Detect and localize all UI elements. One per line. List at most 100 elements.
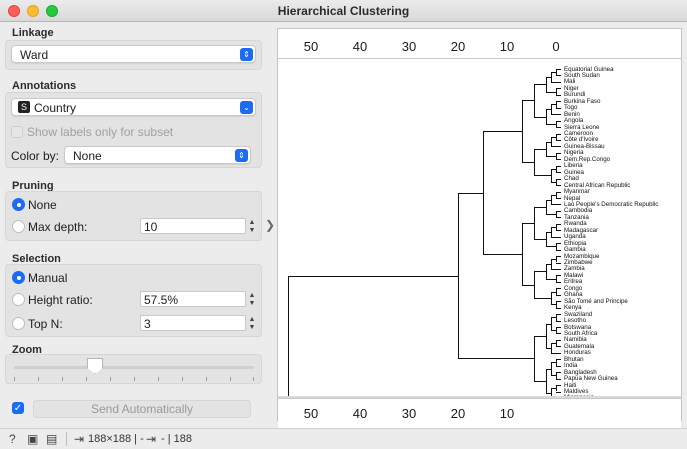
leaf-label[interactable]: Ethiopia xyxy=(564,239,587,247)
leaf-label[interactable]: Haiti xyxy=(564,381,577,389)
leaf-label[interactable]: Benin xyxy=(564,110,580,118)
subset-labels-checkbox[interactable] xyxy=(11,126,23,138)
leaf-label[interactable]: Botswana xyxy=(564,323,592,331)
leaf-label[interactable]: Cameroon xyxy=(564,130,593,137)
leaf-label[interactable]: India xyxy=(564,362,578,370)
spin-arrows-icon[interactable]: ▲▼ xyxy=(248,292,256,307)
dendrogram-branch xyxy=(556,288,557,295)
selection-height-radio[interactable] xyxy=(12,293,25,306)
leaf-label[interactable]: Togo xyxy=(564,104,578,112)
leaf-label[interactable]: South Africa xyxy=(564,329,598,337)
leaf-label[interactable]: Mozambique xyxy=(564,252,600,260)
dendrogram-branch xyxy=(551,194,552,205)
input-icon: ⇥ xyxy=(74,432,85,446)
zoom-slider-track[interactable] xyxy=(14,366,254,369)
leaf-label[interactable]: Equatorial Guinea xyxy=(564,65,614,73)
leaf-label[interactable]: Sierra Leone xyxy=(564,123,600,131)
leaf-label[interactable]: Eritrea xyxy=(564,278,583,286)
leaf-label[interactable]: Namibia xyxy=(564,336,587,344)
leaf-label[interactable]: Cambodia xyxy=(564,207,593,215)
leaf-label[interactable]: Bangladesh xyxy=(564,368,597,376)
leaf-label[interactable]: Burundi xyxy=(564,91,586,99)
leaf-label[interactable]: Honduras xyxy=(564,349,591,357)
dendrogram-branch xyxy=(551,194,556,196)
leaf-label[interactable]: Ghana xyxy=(564,291,583,299)
save-icon[interactable]: ▣ xyxy=(27,432,39,446)
zoom-slider-handle[interactable] xyxy=(87,358,103,374)
send-automatically-button[interactable]: Send Automatically xyxy=(33,400,251,418)
topn-spinbox[interactable]: 3 ▲▼ xyxy=(140,315,255,331)
leaf-label[interactable]: Guatemala xyxy=(564,342,595,350)
maximize-window-button[interactable] xyxy=(46,5,58,17)
spin-arrows-icon[interactable]: ▲▼ xyxy=(248,316,256,331)
color-by-combo[interactable]: None ⇕ xyxy=(64,146,251,164)
leaf-label[interactable]: Niger xyxy=(564,84,579,92)
leaf-label[interactable]: São Tomé and Principe xyxy=(564,297,628,305)
dendrogram-branch xyxy=(556,152,557,160)
leaf-label[interactable]: Côte d'Ivoire xyxy=(564,136,599,144)
selection-manual-radio[interactable] xyxy=(12,271,25,284)
leaf-label[interactable]: Swaziland xyxy=(564,310,593,318)
leaf-label[interactable]: Rwanda xyxy=(564,220,587,228)
dendrogram-branch xyxy=(556,275,561,277)
leaf-label[interactable]: Burkina Faso xyxy=(564,97,601,105)
leaf-label[interactable]: South Sudan xyxy=(564,71,600,79)
leaf-label[interactable]: Dem.Rep.Congo xyxy=(564,155,611,163)
chevron-right-icon[interactable]: ❯ xyxy=(265,218,276,232)
leaf-label[interactable]: Nigeria xyxy=(564,149,584,157)
leaf-label[interactable]: Lao People's Democratic Republic xyxy=(564,200,659,208)
leaf-label[interactable]: Zambia xyxy=(564,265,585,273)
pruning-maxdepth-radio[interactable] xyxy=(12,220,25,233)
dendrogram-branch xyxy=(556,159,561,161)
dendrogram-branch xyxy=(534,84,535,117)
dendrogram-branch xyxy=(534,335,546,337)
selection-topn-radio[interactable] xyxy=(12,317,25,330)
annotation-combo[interactable]: S Country ⌄ xyxy=(11,98,256,116)
leaf-label[interactable]: Myanmar xyxy=(564,188,590,196)
spin-arrows-icon[interactable]: ▲▼ xyxy=(248,219,256,234)
dendrogram-branch xyxy=(551,304,556,306)
dendrogram-branch xyxy=(534,271,546,273)
report-icon[interactable]: ▤ xyxy=(46,432,58,446)
leaf-label[interactable]: Central African Republic xyxy=(564,181,631,189)
selection-cut-line[interactable] xyxy=(278,396,681,398)
minimize-window-button[interactable] xyxy=(27,5,39,17)
leaf-label[interactable]: Liberia xyxy=(564,162,583,170)
help-icon[interactable]: ? xyxy=(9,432,16,446)
leaf-label[interactable]: Mali xyxy=(564,78,576,86)
leaf-label[interactable]: Madagascar xyxy=(564,226,599,234)
height-ratio-spinbox[interactable]: 57.5% ▲▼ xyxy=(140,291,255,307)
dendrogram-branch xyxy=(556,346,561,348)
leaf-label[interactable]: Guinea-Bissau xyxy=(564,142,605,150)
leaf-label[interactable]: Congo xyxy=(564,284,583,292)
linkage-combo[interactable]: Ward ⇕ xyxy=(11,45,256,63)
maxdepth-spinbox[interactable]: 10 ▲▼ xyxy=(140,218,255,234)
leaf-label[interactable]: Uganda xyxy=(564,233,586,241)
dendrogram-branch xyxy=(546,214,556,216)
dendrogram-branch xyxy=(551,362,552,376)
send-automatically-checkbox[interactable]: ✓ xyxy=(12,402,24,414)
bottom-axis: 50 40 30 20 10 xyxy=(278,398,681,428)
pruning-none-radio[interactable] xyxy=(12,198,25,211)
dendrogram-branch xyxy=(556,127,561,129)
leaf-label[interactable]: Maldives xyxy=(564,388,589,395)
leaf-label[interactable]: Angola xyxy=(564,117,584,125)
leaf-label[interactable]: Gambia xyxy=(564,246,586,254)
leaf-label[interactable]: Papua New Guinea xyxy=(564,375,618,383)
leaf-label[interactable]: Kenya xyxy=(564,304,582,312)
leaf-label[interactable]: Zimbabwe xyxy=(564,259,593,266)
dendrogram-branch xyxy=(556,172,561,174)
dendrogram-branch xyxy=(556,385,561,387)
dendrogram-branch xyxy=(458,192,459,359)
leaf-label[interactable]: Guinea xyxy=(564,168,584,176)
leaf-label[interactable]: Nepal xyxy=(564,194,581,202)
leaf-label[interactable]: Bhutan xyxy=(564,355,584,363)
leaf-label[interactable]: Tanzania xyxy=(564,213,589,221)
leaf-label[interactable]: Lesotho xyxy=(564,317,587,325)
leaf-label[interactable]: Chad xyxy=(564,175,579,183)
leaf-label[interactable]: Malawi xyxy=(564,271,584,279)
close-window-button[interactable] xyxy=(8,5,20,17)
axis-tick-label: 0 xyxy=(552,39,560,54)
